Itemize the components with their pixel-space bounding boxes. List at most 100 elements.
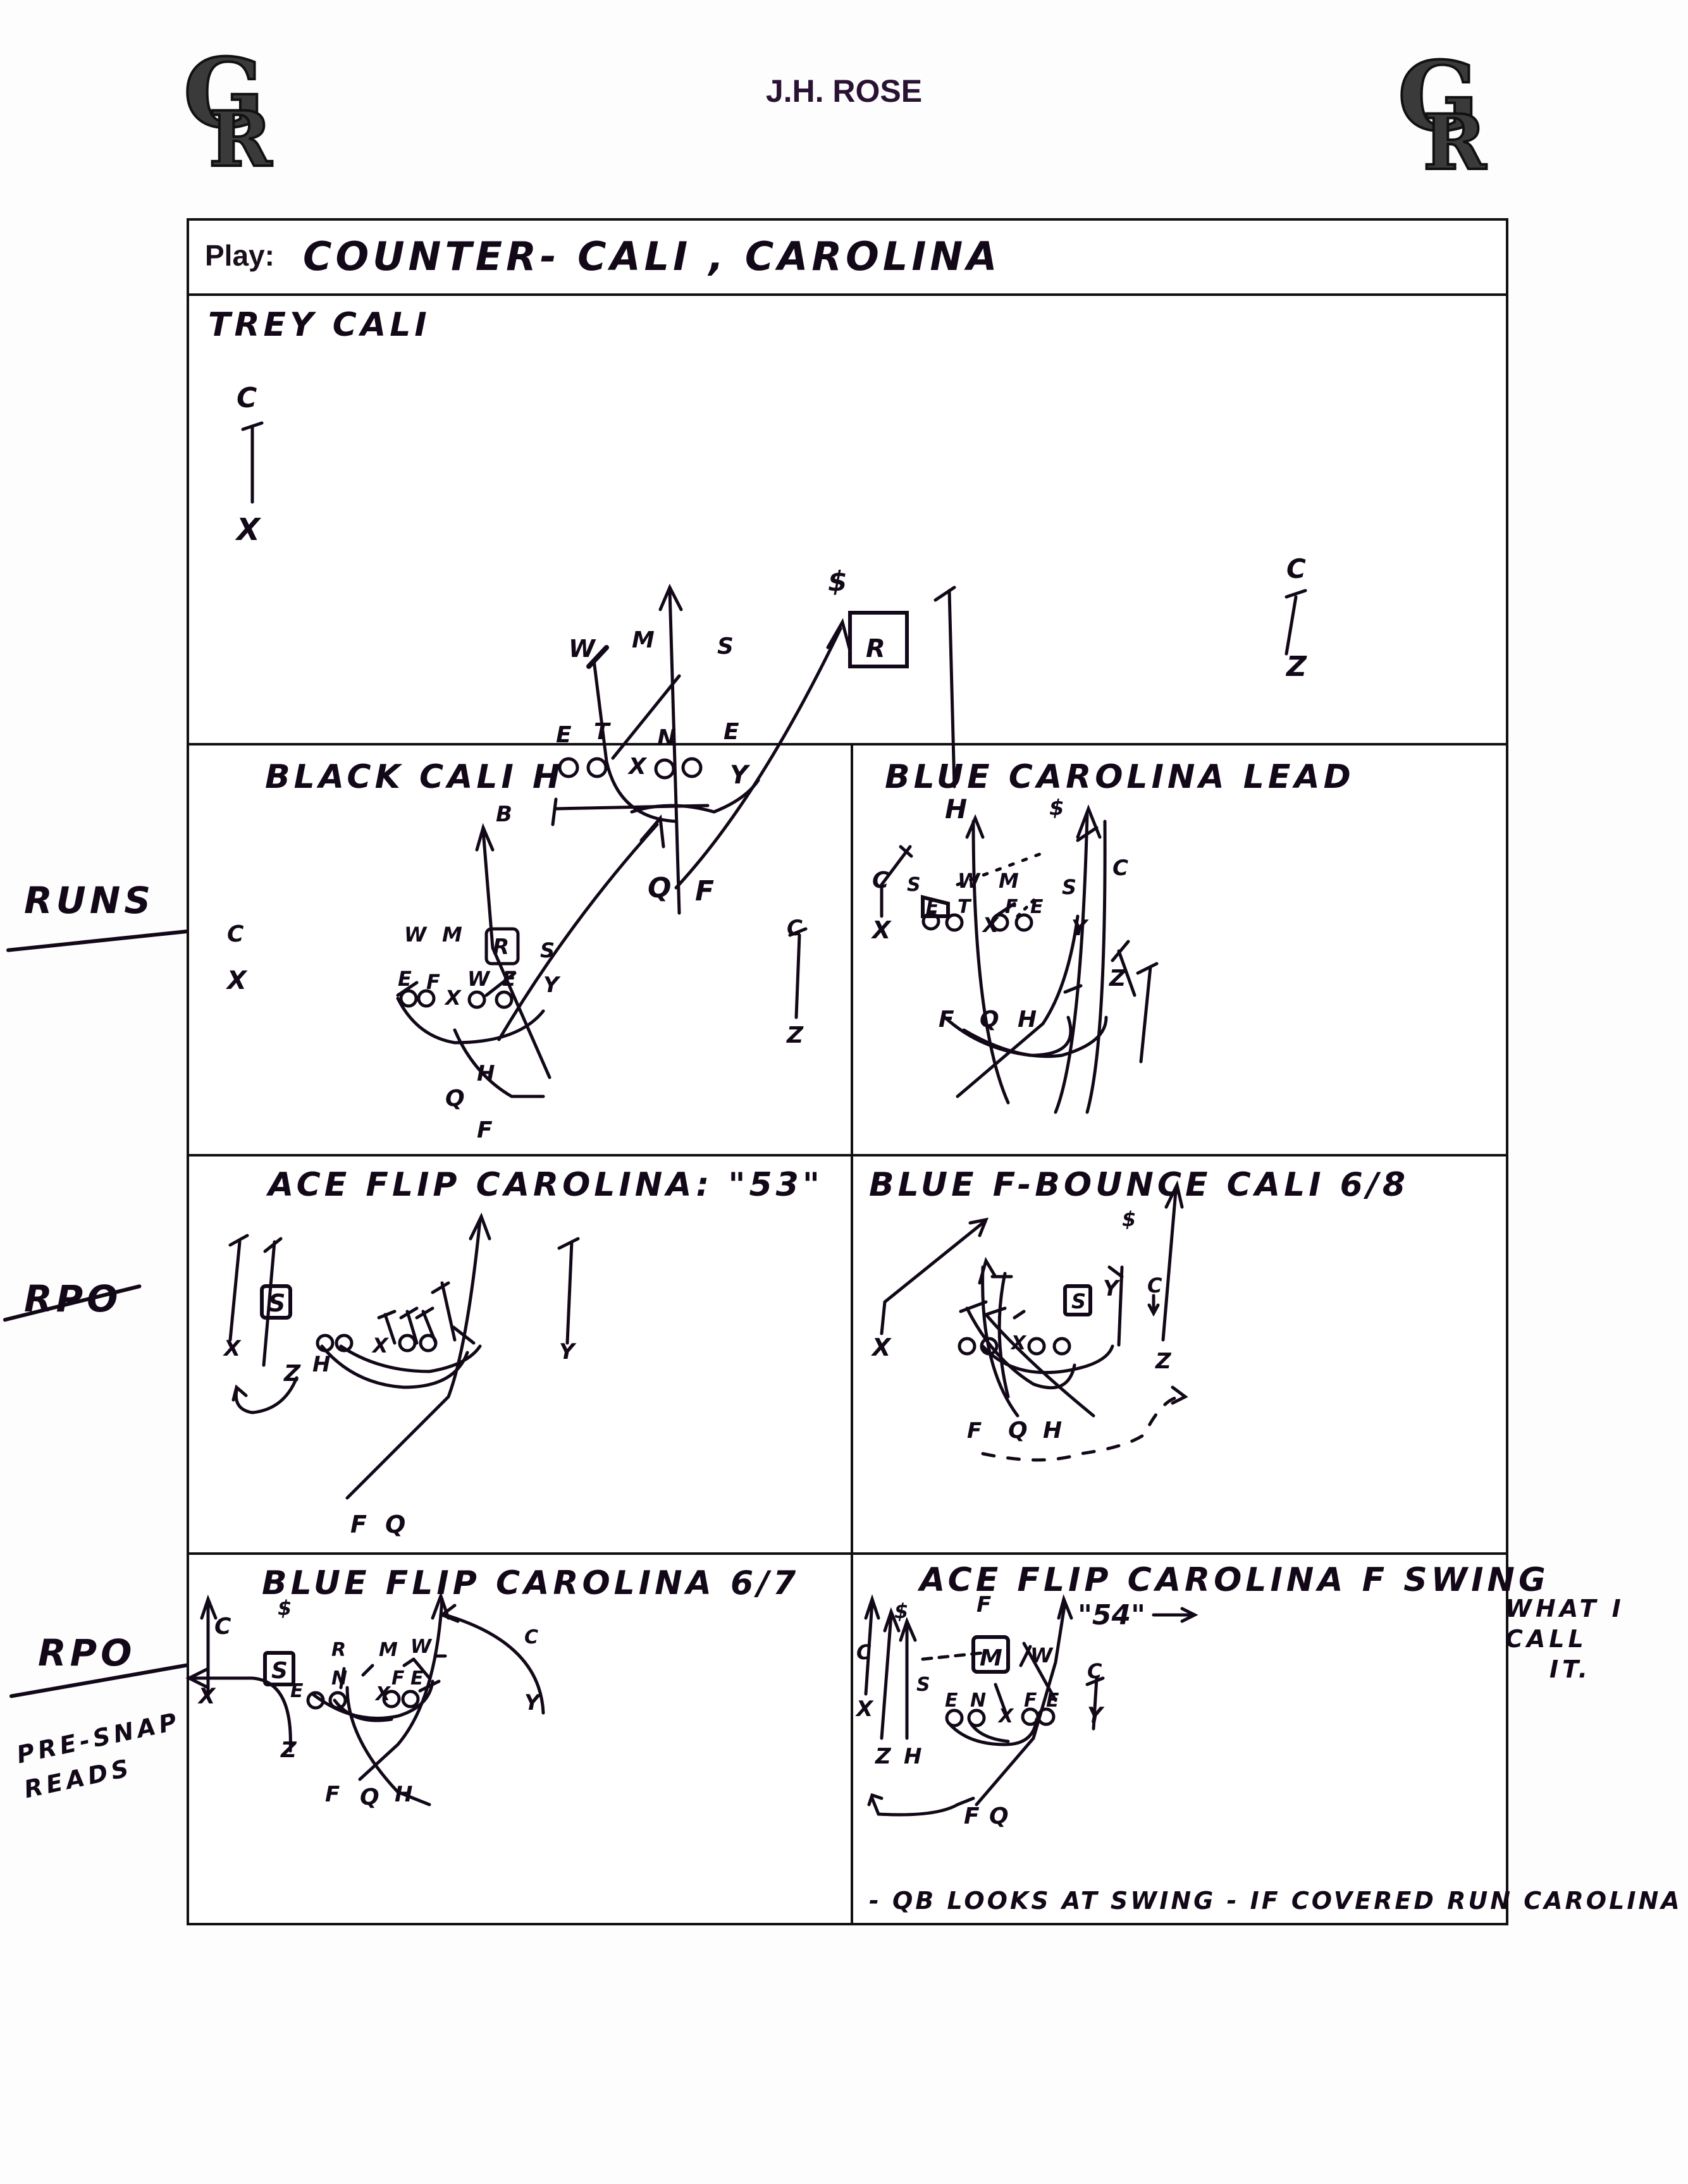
svg-text:C: C (787, 916, 803, 941)
svg-text:E: E (1030, 896, 1044, 918)
svg-text:C: C (214, 1614, 231, 1640)
play-diagram-blue-carolina-lead: C X S W M $ E T X F E S Y C Z F Q H (871, 795, 1159, 1114)
category-label-rpo-1: RPO (24, 1277, 122, 1320)
svg-text:F: F (964, 1803, 980, 1829)
svg-text:F: F (939, 1007, 954, 1033)
svg-text:E: E (398, 967, 412, 991)
svg-text:F: F (350, 1511, 367, 1538)
svg-text:F: F (325, 1782, 340, 1807)
play-cell-blue-f-bounce-cali-68: BLUE F-BOUNCE CALI 6/8 X (853, 1156, 1506, 1552)
svg-text:E: E (1046, 1690, 1059, 1712)
school-logo-right: G R (1396, 40, 1488, 188)
svg-text:$: $ (828, 565, 847, 598)
svg-text:C: C (1286, 553, 1306, 584)
svg-text:W: W (467, 967, 491, 991)
svg-text:C: C (872, 868, 889, 893)
svg-text:H: H (312, 1352, 330, 1377)
svg-text:E: E (290, 1680, 304, 1702)
play-diagram-ace-flip-carolina-53: S X Z H X Y F Q (223, 1212, 580, 1538)
svg-text:C: C (227, 921, 244, 947)
svg-text:Z: Z (1155, 1349, 1172, 1374)
svg-text:Q: Q (360, 1784, 379, 1810)
svg-text:X: X (855, 1696, 874, 1722)
svg-text:Q: Q (648, 872, 671, 904)
svg-text:$: $ (894, 1599, 908, 1623)
svg-text:W: W (569, 635, 596, 663)
logo-letter-g: G (1396, 40, 1480, 154)
play-cell-black-cali-h: BLACK CALI H C X W M R B E F X (189, 745, 851, 1154)
play-title: ACE FLIP CAROLINA: "53" (268, 1166, 823, 1204)
play-diagram-ace-flip-carolina-f-swing: C X Z $ H S F M E N X F W E C Y F Q "54" (855, 1592, 1198, 1829)
svg-text:Z: Z (1109, 966, 1126, 991)
svg-text:H: H (904, 1744, 921, 1769)
svg-text:Z: Z (280, 1738, 297, 1763)
play-sheet: Play: COUNTER- CALI , CAROLINA TREY CALI (185, 218, 1680, 1925)
play-cell-ace-flip-carolina-53: ACE FLIP CAROLINA: "53" S X (189, 1156, 851, 1552)
svg-text:Z: Z (786, 1022, 804, 1048)
play-diagram-blue-f-bounce-cali-68: X $ S Y C Z X F Q H (871, 1180, 1188, 1462)
svg-text:R: R (866, 634, 885, 663)
svg-text:$: $ (1122, 1207, 1136, 1231)
svg-text:Q: Q (385, 1511, 405, 1538)
category-label-rpo-2: RPO (38, 1631, 136, 1674)
svg-text:N: N (970, 1690, 986, 1712)
play-title: BLUE F-BOUNCE CALI 6/8 (869, 1166, 1410, 1204)
play-coaching-note: - QB LOOKS AT SWING - IF COVERED RUN CAR… (869, 1887, 1682, 1915)
play-diagram-black-cali-h: C X W M R B E F X W E S Y C Z H Q F (225, 802, 808, 1143)
svg-text:H: H (477, 1061, 495, 1086)
svg-text:X: X (223, 1336, 242, 1361)
svg-text:M: M (980, 1645, 1002, 1671)
divider-row-3 (189, 1552, 1506, 1555)
svg-text:M: M (999, 869, 1019, 893)
logo-letter-r: R (207, 94, 273, 185)
svg-text:S: S (907, 874, 921, 896)
svg-text:S: S (268, 1289, 285, 1317)
svg-text:X: X (627, 754, 648, 780)
svg-text:Y: Y (1071, 916, 1089, 941)
svg-text:W: W (404, 923, 428, 947)
play-title: BLACK CALI H (265, 758, 564, 796)
svg-text:C: C (524, 1626, 538, 1648)
svg-text:C: C (1147, 1273, 1162, 1298)
svg-text:Z: Z (875, 1744, 892, 1769)
svg-text:E: E (926, 896, 939, 918)
logo-letter-r: R (1422, 97, 1488, 188)
side-note: WHAT I CALL IT. (1505, 1593, 1688, 1684)
svg-text:Y: Y (543, 972, 561, 998)
play-label: Play: (205, 239, 274, 272)
svg-text:E: E (502, 967, 516, 991)
svg-text:Q: Q (1008, 1418, 1028, 1444)
svg-text:Q: Q (445, 1086, 465, 1112)
school-name: J.H. ROSE (765, 73, 923, 109)
divider-row-2 (189, 1154, 1506, 1156)
svg-text:Q: Q (980, 1007, 999, 1033)
svg-text:X: X (871, 1334, 892, 1361)
play-title: TREY CALI (208, 306, 431, 344)
svg-text:N: N (331, 1667, 347, 1690)
svg-text:X: X (871, 916, 892, 944)
side-note-line1: WHAT I CALL (1505, 1595, 1625, 1653)
play-header-row: Play: COUNTER- CALI , CAROLINA (189, 221, 1506, 296)
svg-text:S: S (540, 938, 555, 962)
svg-text:X: X (371, 1334, 389, 1358)
svg-text:R: R (331, 1639, 346, 1661)
svg-text:Z: Z (1285, 651, 1307, 683)
svg-text:F: F (1005, 896, 1018, 918)
svg-text:E: E (556, 722, 572, 748)
svg-text:X: X (235, 512, 261, 548)
side-note-line2: IT. (1549, 1655, 1592, 1683)
divider-column (851, 743, 853, 1923)
play-cell-blue-flip-carolina-67: BLUE FLIP CAROLINA 6/7 C X Z $ (185, 1555, 851, 1925)
svg-text:Y: Y (1103, 1276, 1121, 1301)
svg-text:C: C (856, 1640, 872, 1664)
svg-text:X: X (197, 1684, 216, 1709)
divider-row-1 (189, 743, 1506, 745)
svg-text:S: S (271, 1658, 288, 1684)
svg-text:F: F (477, 1117, 493, 1143)
svg-text:S: S (1062, 875, 1076, 899)
svg-text:R: R (493, 935, 509, 960)
svg-text:S: S (916, 1674, 930, 1696)
svg-text:X: X (1010, 1332, 1027, 1354)
svg-text:H: H (1018, 1007, 1037, 1033)
logo-letter-g: G (182, 37, 266, 150)
